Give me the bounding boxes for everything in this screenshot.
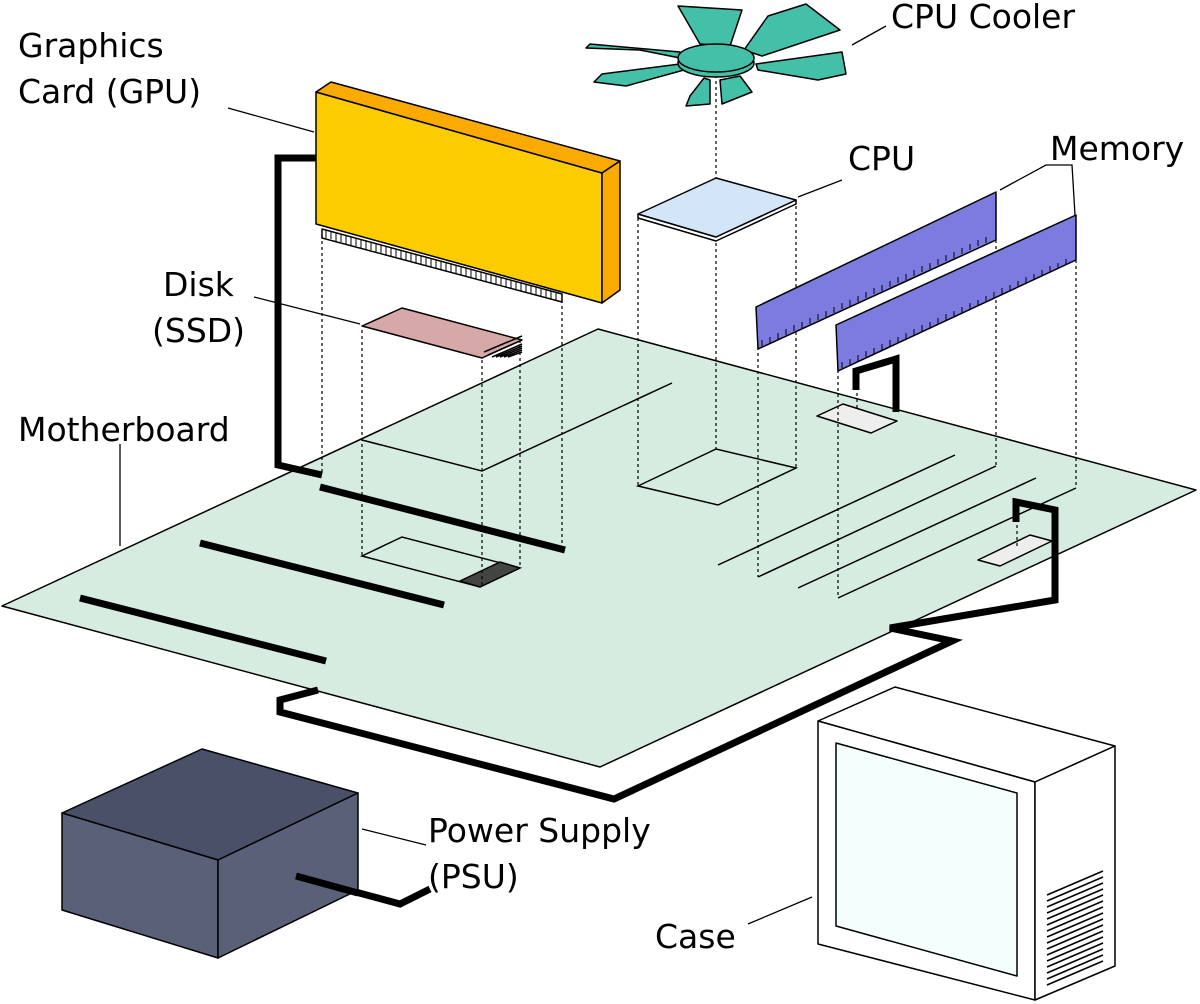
cpu	[637, 177, 797, 242]
memory-stick-pins	[841, 259, 1067, 368]
memory-label: Memory	[1050, 129, 1184, 168]
memory-stick	[755, 191, 997, 350]
atx-power-connector	[816, 403, 898, 434]
gpu-label: Graphics	[18, 26, 164, 65]
disk-label: Disk	[163, 265, 235, 304]
cpu-cooler-label: CPU Cooler	[891, 0, 1075, 36]
labels: Graphics Card (GPU) CPU Cooler CPU Memor…	[18, 0, 1184, 956]
gpu-leader-line	[227, 107, 315, 133]
psu-leader-line	[361, 828, 427, 846]
ssd-connector-pins	[483, 335, 523, 358]
gpu-pcie-connector	[321, 228, 563, 303]
cpu-cooler-leader-line	[851, 25, 887, 46]
fan-blade	[593, 63, 685, 87]
pcie-slot	[79, 594, 327, 665]
memory-stick-body	[755, 191, 997, 350]
cpu-cooler-fan	[585, 3, 847, 107]
memory-stick	[835, 214, 1077, 372]
leader-lines	[119, 25, 1076, 925]
case-side-face	[1034, 745, 1116, 1001]
gpu-label: Card (GPU)	[18, 72, 201, 111]
memory-leader-line	[999, 164, 1076, 216]
fan-blade	[677, 5, 743, 47]
gpu-side-face	[601, 160, 621, 304]
case-label: Case	[655, 917, 736, 956]
fan-blade	[685, 77, 711, 107]
ssd	[361, 307, 523, 359]
power-supply	[61, 748, 359, 959]
fan-blade	[755, 51, 847, 81]
cpu-chip	[637, 177, 797, 238]
cpu-power-cable	[276, 497, 1059, 803]
motherboard-label: Motherboard	[18, 410, 230, 449]
atx-power-cable	[852, 354, 900, 412]
disk-label: (SSD)	[152, 311, 245, 350]
psu-label: (PSU)	[428, 857, 519, 896]
cpu-leader-line	[797, 179, 843, 198]
memory-stick-body	[835, 214, 1077, 372]
case	[817, 686, 1116, 1001]
case-vent-grille	[1046, 870, 1104, 986]
pcie-slot	[319, 483, 566, 554]
psu-label: Power Supply	[428, 811, 651, 850]
memory-slot-line	[757, 465, 997, 578]
ssd-connector-footprint	[459, 561, 521, 588]
fan-blade	[719, 75, 753, 105]
memory	[755, 191, 1077, 372]
psu-cable-stub	[295, 872, 359, 897]
memory-stick-pins	[761, 237, 987, 346]
motherboard	[1, 328, 1197, 768]
gpu-connector-pins	[325, 230, 557, 300]
case-window	[835, 742, 1018, 977]
fan-hub	[677, 43, 755, 73]
cpu-label: CPU	[848, 139, 915, 178]
graphics-card	[315, 81, 621, 304]
fan-blade	[743, 3, 841, 57]
disk-leader-line	[253, 296, 361, 325]
gpu-power-cable	[274, 154, 323, 479]
case-leader-line	[747, 896, 813, 925]
cpu-socket	[635, 448, 799, 506]
pcie-slot	[199, 539, 445, 609]
fan-blade	[585, 43, 681, 59]
